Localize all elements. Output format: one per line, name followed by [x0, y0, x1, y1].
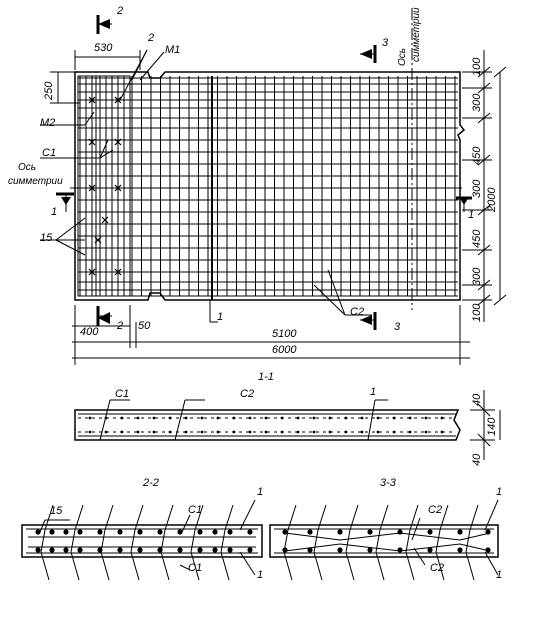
cut-2-bottom-label: 2: [117, 320, 124, 332]
axis-left-line2: симметрии: [8, 176, 63, 187]
cut-3-bottom-label: 3: [394, 321, 401, 333]
section-2-2-n1-top: 1: [257, 486, 264, 498]
section-2-2-title: 2-2: [143, 477, 159, 489]
rebar-dots: [35, 416, 491, 553]
section-3-3-view: [269, 499, 499, 581]
dim-50: 50: [138, 320, 151, 332]
label-m2: М2: [40, 117, 56, 129]
dim-5100: 5100: [272, 328, 297, 340]
label-m1: М1: [165, 44, 181, 56]
label-c2-plan: С2: [350, 306, 365, 318]
section-2-2-c1-bottom: С1: [188, 562, 203, 574]
dim-right-100-bottom: 100: [471, 303, 483, 322]
section-1-1-title: 1-1: [258, 371, 274, 383]
section-1-1-n1: 1: [370, 386, 377, 398]
section-3-3-title: 3-3: [380, 477, 396, 489]
axis-top-line2: симметрии: [411, 7, 422, 62]
cut-1-right-label: 1: [468, 209, 475, 221]
section-2-2-c1-top: С1: [188, 504, 203, 516]
label-c1-plan: С1: [42, 147, 57, 159]
section-1-1-dim-140: 140: [486, 417, 498, 436]
section-1-1-view: [74, 390, 501, 460]
dim-530: 530: [94, 42, 113, 54]
section-1-1-c1: С1: [115, 388, 130, 400]
plan-longitudinal-bars: [78, 77, 458, 297]
dim-400: 400: [80, 326, 99, 338]
plan-view: [40, 8, 507, 365]
dim-right-2000: 2000: [486, 187, 498, 212]
dim-6000: 6000: [272, 344, 297, 356]
axis-left-line1: Ось: [18, 162, 37, 173]
section-1-1-dim-40-bottom: 40: [471, 453, 483, 466]
section-3-3-n1-top: 1: [496, 486, 503, 498]
dim-right-300-1: 300: [471, 93, 483, 112]
label-1-plan-bottom: 1: [217, 311, 224, 323]
mesh-m2-zone: [77, 75, 131, 297]
cut-3-top-label: 3: [382, 37, 389, 49]
section-2-2-view: [21, 499, 263, 581]
plan-transverse-bars: [79, 76, 456, 300]
plan-clamp-marks: [88, 96, 122, 276]
section-3-3-c2-top: С2: [428, 504, 443, 516]
dim-right-450-2: 450: [471, 229, 483, 248]
label-15-plan: 15: [40, 232, 53, 244]
plan-outline: [74, 71, 466, 301]
section-1-1-dim-40-top: 40: [471, 393, 483, 406]
dim-right-100-top: 100: [471, 57, 483, 76]
dim-right-300-2: 300: [471, 179, 483, 198]
section-2-2-15: 15: [50, 505, 63, 517]
section-3-3-c2-bottom: С2: [430, 562, 445, 574]
right-dimension-ticks: [462, 66, 507, 306]
axis-top-line1: Ось: [397, 47, 408, 66]
section-2-2-n1-bottom: 1: [257, 569, 264, 581]
dim-right-450-1: 450: [471, 146, 483, 165]
cut-1-left-label: 1: [51, 206, 58, 218]
section-1-1-c2: С2: [240, 388, 255, 400]
section-3-3-n1-bottom: 1: [496, 569, 503, 581]
cut-2-top-label: 2: [117, 5, 124, 17]
label-2-top: 2: [148, 32, 155, 44]
dim-250: 250: [43, 81, 55, 100]
dim-right-300-3: 300: [471, 267, 483, 286]
